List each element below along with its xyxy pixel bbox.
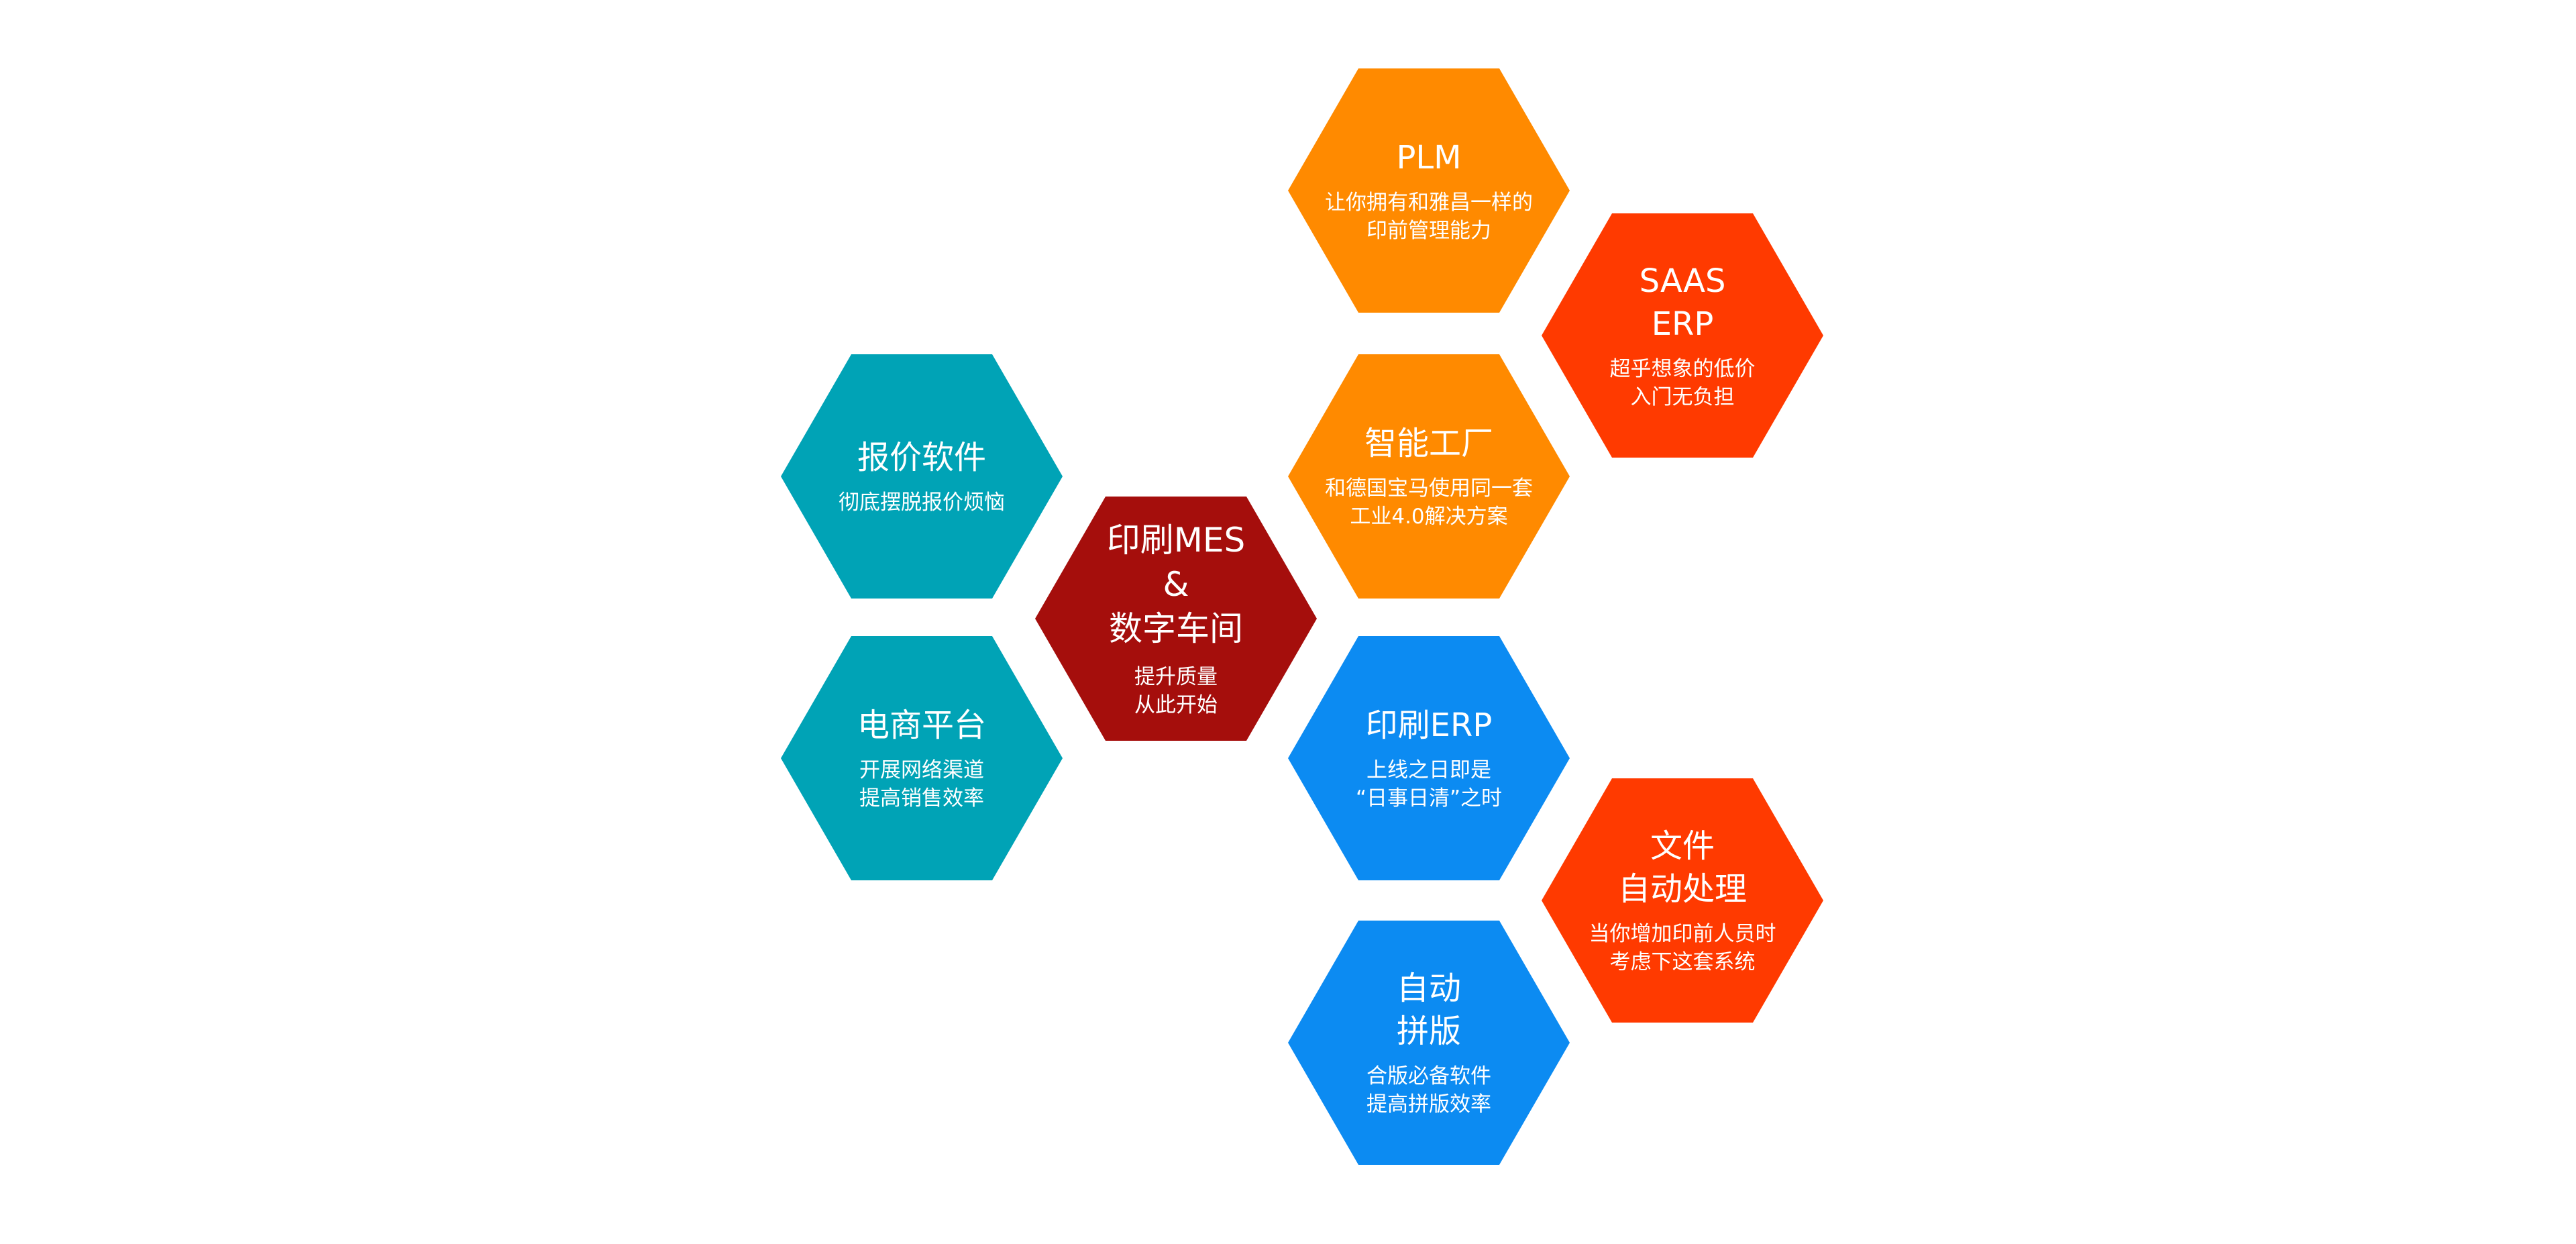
- hex-print-mes-title: 印刷MES & 数字车间: [1106, 521, 1246, 648]
- hex-quote-software-title: 报价软件: [857, 439, 986, 476]
- hex-smart-factory-desc: 和德国宝马使用同一套 工业4.0解决方案: [1325, 476, 1533, 529]
- hex-ecommerce-desc: 开展网络渠道 提高销售效率: [859, 758, 984, 811]
- hex-saas-erp[interactable]: SAAS ERP 超乎想象的低价 入门无负担: [1542, 213, 1823, 458]
- hex-print-erp[interactable]: 印刷ERP 上线之日即是 “日事日清”之时: [1288, 636, 1570, 880]
- hex-smart-factory-title: 智能工厂: [1364, 425, 1493, 462]
- hex-file-auto-title: 文件 自动处理: [1617, 827, 1747, 908]
- hex-print-erp-title: 印刷ERP: [1365, 707, 1493, 744]
- hex-saas-erp-title: SAAS ERP: [1639, 262, 1726, 343]
- hex-auto-imposition-desc: 合版必备软件 提高拼版效率: [1366, 1064, 1491, 1117]
- hex-plm-title: PLM: [1396, 139, 1462, 176]
- hex-print-erp-desc: 上线之日即是 “日事日清”之时: [1355, 758, 1503, 811]
- hex-auto-imposition[interactable]: 自动 拼版 合版必备软件 提高拼版效率: [1288, 921, 1570, 1165]
- hex-file-auto-desc: 当你增加印前人员时 考虑下这套系统: [1589, 922, 1776, 974]
- hex-saas-erp-desc: 超乎想象的低价 入门无负担: [1609, 357, 1756, 409]
- hex-print-mes[interactable]: 印刷MES & 数字车间 提升质量 从此开始: [1035, 497, 1317, 741]
- hex-ecommerce-title: 电商平台: [857, 707, 986, 744]
- hex-smart-factory[interactable]: 智能工厂 和德国宝马使用同一套 工业4.0解决方案: [1288, 354, 1570, 599]
- hex-file-auto[interactable]: 文件 自动处理 当你增加印前人员时 考虑下这套系统: [1542, 778, 1823, 1023]
- hex-plm[interactable]: PLM 让你拥有和雅昌一样的 印前管理能力: [1288, 68, 1570, 313]
- hex-ecommerce[interactable]: 电商平台 开展网络渠道 提高销售效率: [781, 636, 1063, 880]
- hex-print-mes-desc: 提升质量 从此开始: [1134, 665, 1218, 717]
- hex-auto-imposition-title: 自动 拼版: [1396, 970, 1461, 1050]
- hex-quote-software[interactable]: 报价软件 彻底摆脱报价烦恼: [781, 354, 1063, 599]
- hex-quote-software-desc: 彻底摆脱报价烦恼: [839, 490, 1005, 515]
- hex-plm-desc: 让你拥有和雅昌一样的 印前管理能力: [1325, 191, 1533, 243]
